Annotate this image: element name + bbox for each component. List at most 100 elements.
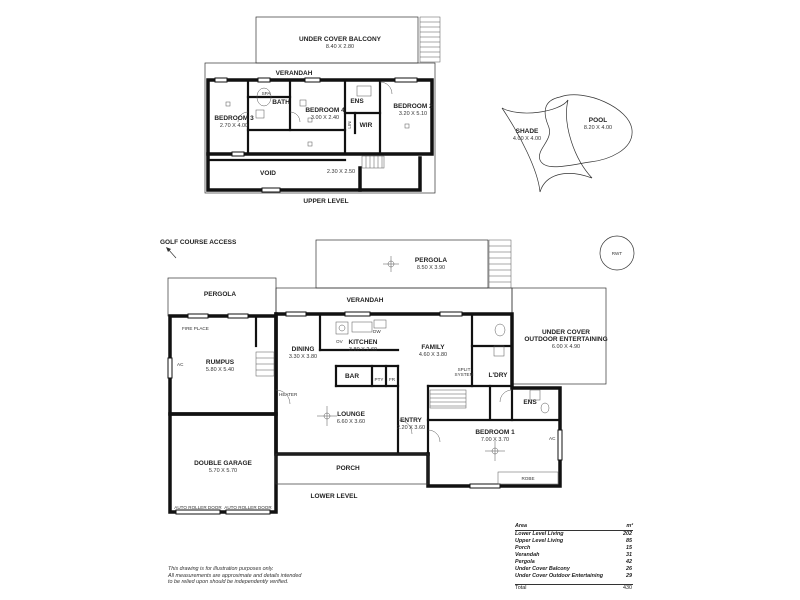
- roller-door-1-label: AUTO ROLLER DOOR: [174, 505, 222, 510]
- area-row: Porch 15: [515, 545, 633, 552]
- area-header-unit: m²: [626, 523, 633, 529]
- kitchen-dim: 3.80 X 2.60: [349, 347, 377, 353]
- area-row-label: Verandah: [515, 552, 540, 558]
- lounge-label: LOUNGE: [337, 411, 365, 418]
- pergola-left-label: PERGOLA: [204, 291, 236, 298]
- area-row-label: Under Cover Balcony: [515, 566, 570, 572]
- area-row-value: 15: [626, 545, 632, 551]
- spa-label: SPA: [262, 91, 272, 96]
- area-row: Verandah 31: [515, 552, 633, 559]
- lower-ens-label: ENS: [523, 399, 537, 406]
- robe-outline: [497, 471, 559, 485]
- pool-outline: [539, 94, 633, 168]
- upper-stairs: [361, 155, 385, 169]
- lower-stairs: [255, 351, 467, 409]
- area-row-label: Lower Level Living: [515, 531, 564, 537]
- area-header-label: Area: [515, 523, 527, 529]
- dishwasher-label: DW: [373, 329, 381, 334]
- rumpus-dim: 5.80 X 5.40: [206, 367, 234, 373]
- split-system-label-2: SYSTEM: [455, 372, 474, 377]
- area-total-label: Total: [515, 585, 527, 591]
- lower-level: GOLF COURSE ACCESS RWT PERGOLA 8.50 X 3.…: [160, 235, 635, 515]
- bedroom-4-dim: 3.00 X 2.40: [311, 115, 339, 121]
- rwt-label: RWT: [612, 251, 623, 256]
- upper-verandah-outline: [204, 62, 436, 194]
- lin-label: LIN: [347, 121, 352, 128]
- area-table-header: Area m²: [515, 523, 633, 531]
- verandah-outline: [275, 287, 513, 315]
- balcony-stairs: [419, 16, 441, 63]
- split-system-label-1: SPLIT: [458, 367, 471, 372]
- dining-label: DINING: [292, 346, 315, 353]
- bar-label: BAR: [345, 373, 359, 380]
- bedroom-ac-label: AC: [549, 436, 556, 441]
- area-row-value: 42: [626, 559, 632, 565]
- ceiling-fan-icon: [383, 256, 399, 272]
- verandah-label: VERANDAH: [347, 297, 384, 304]
- upper-verandah-label: VERANDAH: [276, 70, 313, 77]
- fire-place-label: FIRE PLACE: [182, 326, 209, 331]
- pool-label: POOL: [589, 117, 607, 124]
- area-row-label: Porch: [515, 545, 531, 551]
- outdoor-dim: 6.00 X 4.90: [552, 344, 580, 350]
- upper-level-title: UPPER LEVEL: [303, 198, 348, 205]
- fridge-label: FR: [389, 377, 396, 382]
- lounge-fan-icon: [317, 406, 337, 426]
- rumpus-ac-label: AC: [177, 362, 184, 367]
- upper-balcony-dim: 8.40 X 2.80: [326, 44, 354, 50]
- upper-ens-label: ENS: [350, 98, 364, 105]
- area-row: Upper Level Living 85: [515, 538, 633, 545]
- bedroom-3-dim: 2.70 X 4.00: [220, 123, 248, 129]
- pergola-top-outline: [315, 239, 489, 289]
- pool-area: POOL 8.20 X 4.00 SHADE 4.00 X 4.00: [501, 94, 633, 193]
- landing-dim: 2.30 X 2.50: [327, 169, 355, 175]
- outdoor-label-2: OUTDOOR ENTERTAINING: [524, 336, 607, 343]
- dining-dim: 3.30 X 3.80: [289, 354, 317, 360]
- bedroom-3-label: BEDROOM 3: [214, 115, 254, 122]
- disclaimer-line: to be relied upon should be independentl…: [168, 579, 289, 586]
- area-row-value: 85: [626, 538, 632, 544]
- area-row-value: 31: [626, 552, 632, 558]
- bedroom-4-label: BEDROOM 4: [305, 107, 345, 114]
- pergola-top-label: PERGOLA: [415, 257, 447, 264]
- bedroom-1-dim: 7.00 X 3.70: [481, 437, 509, 443]
- rumpus-label: RUMPUS: [206, 359, 235, 366]
- kitchen-label: KITCHEN: [349, 339, 378, 346]
- area-row-value: 29: [626, 573, 632, 579]
- shade-label: SHADE: [516, 128, 539, 135]
- area-row-value: 26: [626, 566, 632, 572]
- area-row-label: Upper Level Living: [515, 538, 564, 544]
- laundry-label: L'DRY: [489, 372, 509, 379]
- bedroom-2-dim: 3.20 X 5.10: [399, 111, 427, 117]
- pergola-stairs: [488, 239, 512, 289]
- entry-dim: 2.20 X 3.60: [397, 425, 425, 431]
- pool-dim: 8.20 X 4.00: [584, 125, 612, 131]
- area-row: Under Cover Balcony 26: [515, 566, 633, 573]
- entry-label: ENTRY: [400, 417, 422, 424]
- porch-label: PORCH: [336, 465, 360, 472]
- area-total-row: Total 430: [515, 584, 633, 592]
- upper-balcony-label: UNDER COVER BALCONY: [299, 36, 382, 43]
- golf-arrow-icon: [166, 247, 171, 252]
- lower-level-title: LOWER LEVEL: [311, 493, 358, 500]
- upper-level: UNDER COVER BALCONY 8.40 X 2.80 VERANDAH…: [204, 16, 441, 205]
- lounge-dim: 6.60 X 3.60: [337, 419, 365, 425]
- area-row-label: Under Cover Outdoor Entertaining: [515, 573, 604, 579]
- area-row-label: Pergola: [515, 559, 535, 565]
- bath-label: BATH: [272, 99, 290, 106]
- bedroom-fan-icon: [485, 441, 505, 461]
- disclaimer: This drawing is for illustration purpose…: [168, 566, 418, 586]
- bedroom-2-label: BEDROOM 2: [393, 103, 433, 110]
- pantry-label: PTY: [375, 377, 384, 382]
- disclaimer-line: This drawing is for illustration purpose…: [168, 566, 274, 572]
- robe-label: ROBE: [521, 476, 534, 481]
- void-label: VOID: [260, 170, 276, 177]
- roller-door-2-label: AUTO ROLLER DOOR: [224, 505, 272, 510]
- oven-label: OV: [336, 339, 344, 344]
- area-row: Pergola 42: [515, 559, 633, 566]
- family-label: FAMILY: [421, 344, 445, 351]
- double-garage-label: DOUBLE GARAGE: [194, 460, 252, 467]
